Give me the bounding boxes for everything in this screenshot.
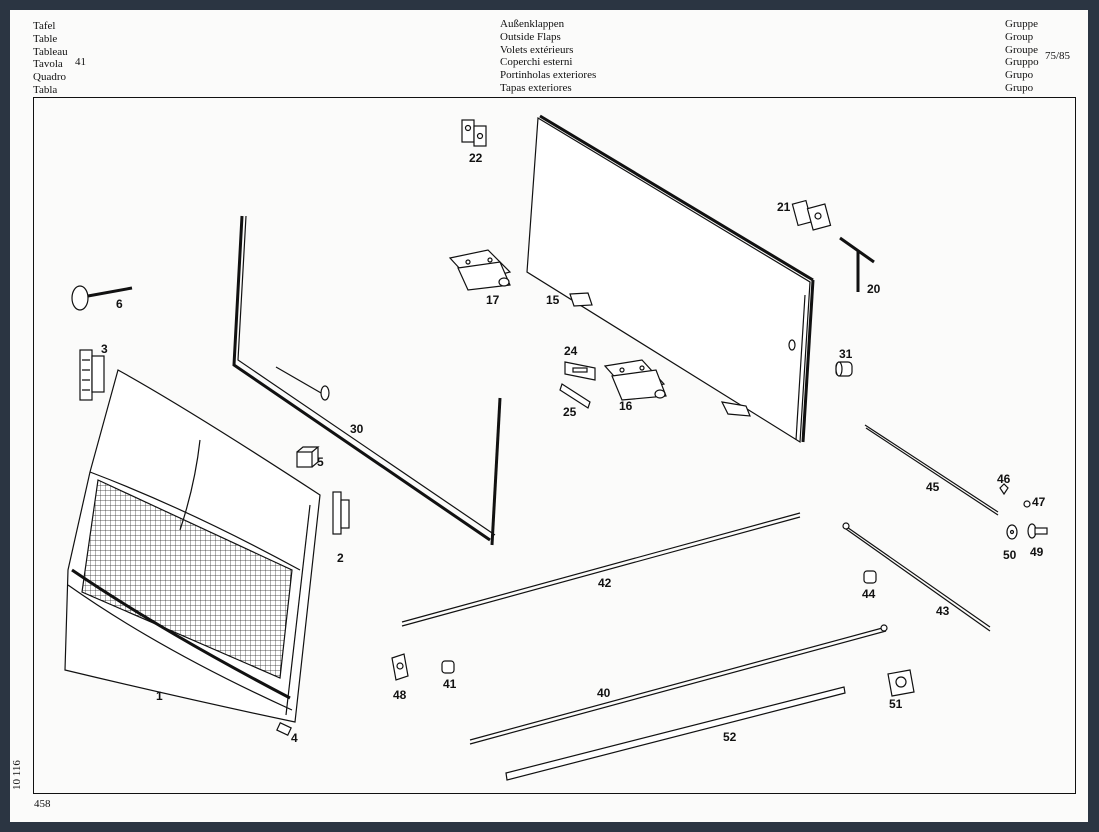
side-flap-panel — [526, 114, 815, 444]
callout-24: 24 — [564, 344, 578, 358]
callout-30: 30 — [350, 422, 364, 436]
part-1-front-grille-flap — [64, 369, 321, 723]
group-label-de: Gruppe — [1005, 18, 1038, 30]
callout-22: 22 — [469, 151, 483, 165]
part-43-rod — [842, 522, 991, 632]
part-40-rod — [469, 624, 888, 745]
diagram-frame — [33, 97, 1076, 794]
part-30-seal-frame — [232, 215, 502, 546]
callout-15: 15 — [546, 293, 560, 307]
part-4-stud — [276, 722, 292, 736]
group-number: 75/85 — [1045, 50, 1071, 62]
title-en: Outside Flaps — [500, 30, 561, 43]
title-fr: Volets extérieurs — [500, 43, 574, 56]
callout-49: 49 — [1030, 545, 1044, 559]
callout-3: 3 — [101, 342, 108, 356]
callout-20: 20 — [867, 282, 881, 296]
part-49-bolt — [1027, 523, 1048, 539]
title-de: Außenklappen — [500, 18, 565, 30]
plate-label-column: Tafel Table Tableau Tavola Quadro Tabla — [33, 20, 68, 97]
plate-label-fr: Tableau — [33, 45, 68, 58]
part-42-rod — [401, 512, 801, 627]
page-number: 458 — [34, 798, 51, 810]
callout-48: 48 — [393, 688, 407, 702]
group-label-column: Gruppe Group Groupe Gruppo Grupo Grupo — [1005, 18, 1039, 95]
part-21-hinge — [791, 199, 832, 231]
callout-41: 41 — [443, 677, 457, 691]
callout-44: 44 — [862, 587, 876, 601]
exploded-view-drawing: 1 2 3 4 5 6 15 16 17 20 21 22 24 25 30 3… — [64, 114, 1048, 781]
callout-47: 47 — [1032, 495, 1046, 509]
group-label-en: Group — [1005, 30, 1034, 43]
part-22-hinge — [461, 119, 487, 147]
panel-lower-clip — [720, 401, 751, 417]
callout-52: 52 — [723, 730, 737, 744]
callout-6: 6 — [116, 297, 123, 311]
callout-51: 51 — [889, 697, 903, 711]
title-es: Tapas exteriores — [500, 81, 572, 94]
group-label-pt: Grupo — [1005, 69, 1034, 82]
part-16-hinge-plate — [603, 359, 667, 401]
callout-16: 16 — [619, 399, 633, 413]
callout-42: 42 — [598, 576, 612, 590]
part-2-hinge-strip — [332, 491, 350, 535]
group-label-fr: Groupe — [1005, 43, 1038, 56]
title-pt: Portinholas exteriores — [500, 69, 597, 82]
part-47-nut — [1023, 500, 1031, 508]
callout-21: 21 — [777, 200, 791, 214]
callout-50: 50 — [1003, 548, 1017, 562]
part-41-bushing — [441, 660, 455, 674]
part-25-strip — [559, 383, 591, 409]
part-50-washer — [1006, 524, 1018, 540]
part-5-block — [296, 446, 320, 468]
title-it: Coperchi esterni — [500, 56, 573, 69]
plate-label-pt: Quadro — [33, 71, 66, 84]
callout-40: 40 — [597, 686, 611, 700]
part-6-key — [71, 285, 133, 311]
plate-label-it: Tavola — [33, 58, 63, 71]
part-48-bracket — [391, 653, 409, 681]
callout-45: 45 — [926, 480, 940, 494]
part-31-bushing — [835, 361, 853, 377]
part-51-bracket — [887, 669, 915, 697]
title-column: Außenklappen Outside Flaps Volets extéri… — [500, 18, 596, 95]
part-52-strip — [505, 686, 846, 781]
catalog-page: Tafel Table Tableau Tavola Quadro Tabla … — [10, 10, 1088, 822]
callout-2: 2 — [337, 551, 344, 565]
part-24-plate — [564, 361, 596, 381]
callout-1: 1 — [156, 689, 163, 703]
part-17-hinge-plate — [448, 249, 512, 291]
side-document-code: 10 116 — [11, 760, 23, 790]
part-20-pin — [839, 236, 875, 292]
group-label-es: Grupo — [1005, 81, 1034, 94]
callout-46: 46 — [997, 472, 1011, 486]
plate-label-de: Tafel — [33, 20, 56, 32]
callout-25: 25 — [563, 405, 577, 419]
plate-label-es: Tabla — [33, 83, 58, 96]
part-45-rod — [864, 424, 999, 516]
callout-4: 4 — [291, 731, 298, 745]
callout-17: 17 — [486, 293, 500, 307]
part-15-clip — [569, 292, 593, 307]
part-44-bushing — [863, 570, 877, 584]
plate-number: 41 — [75, 56, 86, 68]
callout-43: 43 — [936, 604, 950, 618]
callout-31: 31 — [839, 347, 853, 361]
group-label-it: Gruppo — [1005, 56, 1039, 69]
part-3-latch-bracket — [79, 349, 105, 401]
plate-label-en: Table — [33, 32, 58, 45]
part-46-clip — [999, 483, 1009, 496]
callout-5: 5 — [317, 455, 324, 469]
